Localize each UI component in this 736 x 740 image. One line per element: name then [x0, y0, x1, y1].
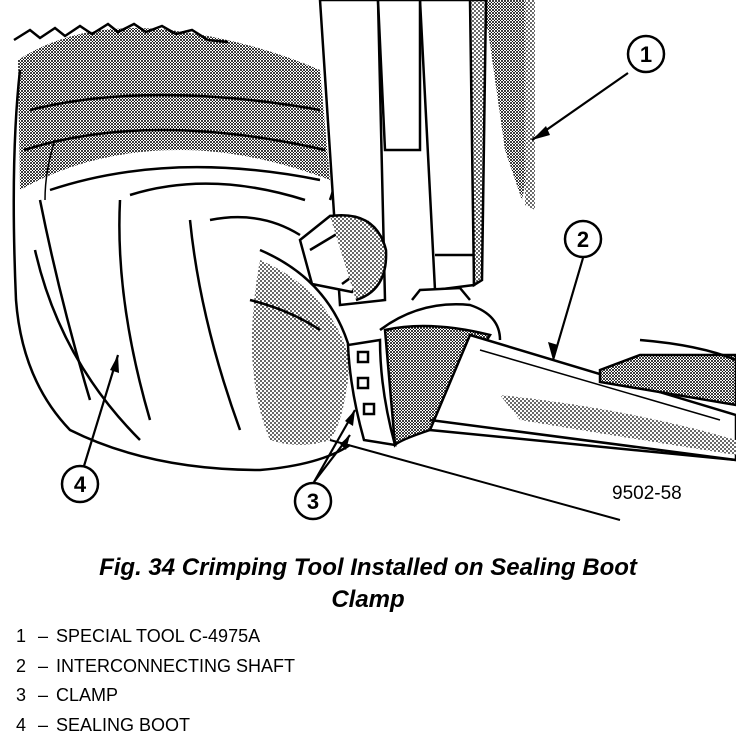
special-tool-drawing [300, 0, 486, 305]
legend-item: 1–SPECIAL TOOL C-4975A [16, 622, 295, 652]
legend-dash: – [30, 681, 56, 711]
legend-label: INTERCONNECTING SHAFT [56, 656, 295, 676]
legend-dash: – [30, 711, 56, 740]
sealing-boot-drawing [14, 24, 350, 470]
legend-label: CLAMP [56, 685, 118, 705]
callout-3: 3 [295, 483, 331, 519]
caption-line-2: Clamp [0, 584, 736, 616]
callout-4: 4 [62, 466, 98, 502]
figure-id: 9502-58 [612, 483, 682, 504]
legend-number: 1 [16, 622, 30, 652]
svg-text:3: 3 [307, 489, 319, 514]
legend-label: SEALING BOOT [56, 715, 190, 735]
caption-line-1: Fig. 34 Crimping Tool Installed on Seali… [0, 552, 736, 584]
legend-item: 2–INTERCONNECTING SHAFT [16, 652, 295, 682]
callout-1: 1 [628, 36, 664, 72]
legend-number: 3 [16, 681, 30, 711]
legend-item: 4–SEALING BOOT [16, 711, 295, 740]
legend-item: 3–CLAMP [16, 681, 295, 711]
legend-label: SPECIAL TOOL C-4975A [56, 626, 260, 646]
svg-text:1: 1 [640, 42, 652, 67]
callout-2: 2 [565, 221, 601, 257]
legend-dash: – [30, 652, 56, 682]
svg-text:4: 4 [74, 472, 87, 497]
svg-text:2: 2 [577, 227, 589, 252]
legend-number: 4 [16, 711, 30, 740]
crimping-tool-illustration: 1 2 3 4 9502-58 [0, 0, 736, 548]
legend-number: 2 [16, 652, 30, 682]
figure-caption: Fig. 34 Crimping Tool Installed on Seali… [0, 552, 736, 616]
legend-list: 1–SPECIAL TOOL C-4975A 2–INTERCONNECTING… [16, 622, 295, 740]
legend-dash: – [30, 622, 56, 652]
